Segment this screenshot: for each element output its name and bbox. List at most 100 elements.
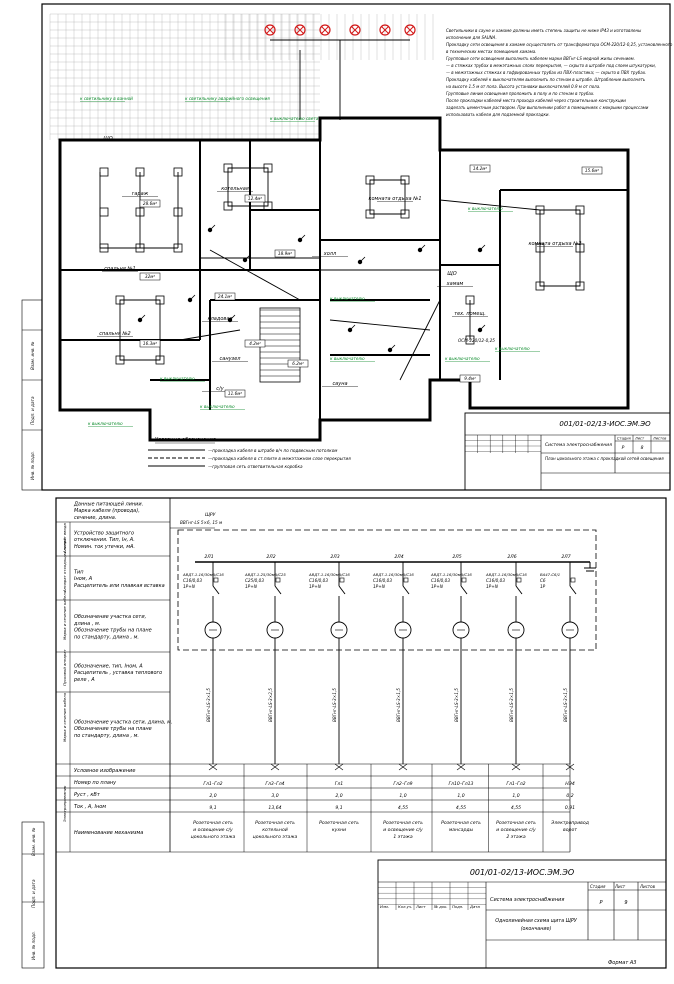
room-area-box — [469, 164, 491, 173]
sld-title-block-col: Дата — [469, 904, 481, 909]
sld-consumer-name: кухни — [332, 828, 346, 833]
switch-icon — [189, 294, 196, 301]
room-area-box — [224, 389, 246, 398]
sld-breaker-poles: 1P+N — [373, 584, 386, 589]
room-label: сауна — [332, 381, 347, 387]
room-area-box — [139, 339, 161, 348]
sld-breaker-rating: С6 — [540, 578, 546, 583]
emergency-light-icon — [351, 26, 359, 34]
wiring-route — [329, 319, 431, 331]
plan-stair — [259, 307, 301, 383]
room-area-label: 11.6м² — [228, 391, 242, 396]
sld-group-id: 2Л3 — [330, 554, 339, 560]
general-note-line: Прокладку сети освещения в хамаме осущес… — [446, 42, 673, 47]
sld-sheet-number: 9 — [624, 900, 627, 906]
legend-item: —прокладка кабеля в ст.плите в межэтажно… — [208, 456, 351, 461]
room-area-label: 28.6м² — [143, 201, 157, 206]
general-note-line: Групповые сети освещения выполнить кабел… — [446, 56, 635, 61]
room-label: спальня №1 — [104, 266, 135, 272]
sld-breaker-poles: 1P+N — [183, 584, 196, 589]
switch-icon — [349, 324, 356, 331]
general-note-line: в технических местах помещения хамама. — [446, 49, 536, 54]
room-label: гараж — [132, 191, 149, 197]
switch-icon — [419, 244, 426, 251]
sld-power-value: 1,0 — [512, 793, 519, 799]
sld-power-value: 2,0 — [209, 793, 216, 799]
sld-load-icon — [334, 763, 344, 771]
annotation-note: к выключателю — [330, 356, 365, 361]
sld-load-icon — [398, 763, 408, 771]
sld-group-cable-label: ВВГнг-LS-3×1,5 — [509, 688, 514, 722]
sld-plan-number: Гл1 — [335, 781, 343, 787]
emergency-light-icon — [296, 26, 304, 34]
sld-group-id: 2Л1 — [204, 554, 213, 560]
sld-load-icon — [270, 763, 280, 771]
sld-left-stamp-label: Инв. № подл. — [31, 931, 36, 960]
sld-breaker-poles: 1P+N — [486, 584, 499, 589]
sld-consumer-name: и освещение с/у — [383, 827, 423, 833]
switch-icon — [479, 244, 486, 251]
sld-feeder-cable: ВВГнг-LS 5×6, 15 м — [180, 520, 222, 525]
sld-document-id: 001/01-02/13-ИОС.ЭМ.ЭО — [470, 868, 574, 877]
sld-breaker-type: АВДТ-1-16/30мА/С16 — [372, 572, 414, 577]
sld-stage-header: Листов — [639, 884, 656, 889]
sld-consumer-name: 1 этажа — [393, 834, 413, 840]
sld-current-value: 9,1 — [335, 805, 342, 811]
sld-current-value: 4,55 — [456, 805, 466, 811]
breaker-icon — [338, 585, 346, 595]
sld-breaker-type: АВДТ-1-16/30мА/С16 — [485, 572, 527, 577]
sld-row-label: Обозначение участка сети, длина, м. — [74, 719, 173, 725]
sld-side-label: Аппарат отходящих линий — [62, 538, 67, 593]
sld-plan-number: Гл1–Гл2 — [203, 781, 222, 787]
sld-breaker-rating: С16/0,03 — [309, 578, 328, 583]
breaker-icon — [515, 585, 523, 595]
sld-row-label: длина , м. — [73, 621, 100, 627]
emergency-light-icon — [294, 24, 306, 36]
room-label: кладовая — [208, 316, 233, 322]
sld-group-cable-label: ВВГнг-LS-3×1,5 — [454, 688, 459, 722]
plan-frame — [41, 3, 671, 491]
general-note-line: Прокладку кабелей к выключателям выполни… — [446, 77, 646, 82]
sld-plan-number: Гл3–Гл4 — [265, 781, 284, 787]
sld-consumer-name: Розеточная сеть — [441, 820, 481, 826]
breaker-mark-icon — [339, 577, 345, 583]
sld-consumer-name: и освещение с/у — [496, 827, 536, 833]
plan-document-id: 001/01-02/13-ИОС.ЭМ.ЭО — [559, 420, 651, 428]
switch-icon — [244, 254, 251, 261]
sld-title-block-col: Изм. — [380, 904, 389, 909]
sld-power-value: 3,0 — [271, 793, 278, 799]
sld-row-label: по стандарту, длина , м. — [74, 635, 139, 641]
general-note-line: использовать кабели для подземной прокла… — [446, 112, 550, 117]
sld-title-block-col: Кол.уч. — [398, 904, 412, 909]
legend-title: Условные обозначения — [155, 437, 216, 443]
room-area-label: 16.3м² — [143, 341, 157, 346]
breaker-icon — [460, 585, 468, 595]
room-area-box — [287, 359, 309, 368]
plan-stage-header: Лист — [634, 437, 645, 441]
sld-power-value: 2,0 — [335, 793, 342, 799]
switch-icon — [389, 344, 396, 351]
sld-consumer-name: котельной — [262, 827, 288, 833]
sld-breaker-type: АВДТ-1-16/30мА/С16 — [182, 572, 224, 577]
sld-group-cable-label: ВВГнг-LS-3×1,5 — [332, 688, 337, 722]
breaker-icon — [569, 585, 577, 595]
room-area-box — [214, 292, 236, 301]
general-note-line: — в стяжках трубах в межэтажных слоях пе… — [446, 63, 656, 68]
sld-row-label: Марка кабеля (провода), — [74, 508, 140, 514]
sld-breaker-type: АВДТ-1-16/30мА/С16 — [430, 572, 472, 577]
annotation-note: к светильнику в ванной — [80, 96, 133, 101]
room-label: комната отдыха №1 — [368, 196, 421, 202]
sld-stage-header: Лист — [614, 884, 626, 889]
sld-breaker-poles: 1P+N — [431, 584, 444, 589]
sld-consumer-name: и освещение с/у — [193, 827, 233, 833]
sld-row-label: сечение, длина. — [74, 515, 116, 521]
sld-power-value: 1,0 — [399, 793, 406, 799]
sld-breaker-rating: С16/0,03 — [183, 578, 202, 583]
sld-plan-number: Гл2–Гл9 — [393, 781, 412, 787]
sld-side-label: Марка и сечение кабеля — [62, 692, 67, 742]
sld-row-label: Обозначение трубы на плане — [74, 726, 152, 732]
room-area-label: 15.6м² — [585, 168, 599, 173]
sld-plan-number: Гл1–Гл2 — [506, 781, 525, 787]
breaker-mark-icon — [213, 577, 219, 583]
plan-stage-header: Листов — [652, 437, 666, 441]
